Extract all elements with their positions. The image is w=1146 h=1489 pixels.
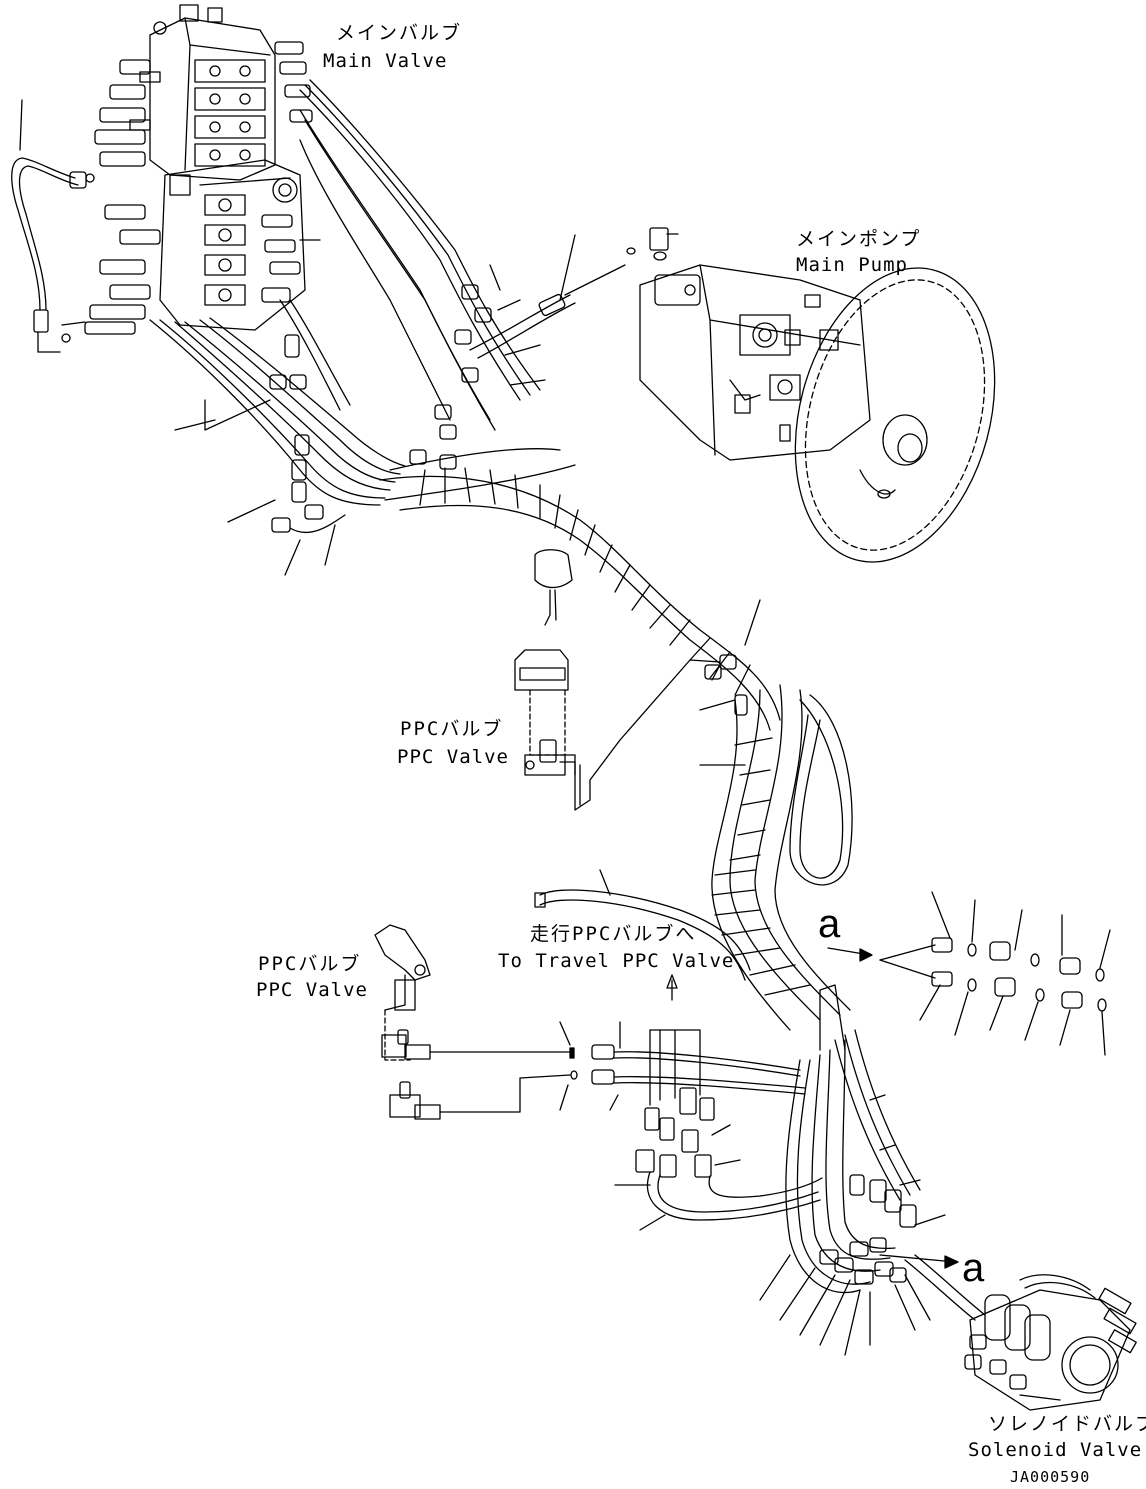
- ppc-valve-upper-label-en: PPC Valve: [397, 746, 509, 768]
- main-valve-label-en: Main Valve: [323, 50, 448, 72]
- travel-ppc-label-jp: 走行PPCバルブへ: [530, 923, 697, 945]
- pump-hose: [469, 227, 679, 359]
- detail-a-fittings: [827, 891, 1111, 1056]
- main-pump-label-jp: メインポンプ: [796, 228, 922, 250]
- solenoid-valve-drawing: [964, 1274, 1137, 1411]
- ppc-valve-lower-label-jp: PPCバルブ: [258, 953, 362, 975]
- main-pump-drawing: [639, 264, 996, 563]
- ppc-valve-lower-label-en: PPC Valve: [256, 979, 368, 1001]
- solenoid-valve-label-en: Solenoid Valve: [968, 1439, 1143, 1461]
- solenoid-valve-label-jp: ソレノイドバルブ: [988, 1413, 1146, 1435]
- main-valve-label-jp: メインバルブ: [336, 22, 463, 44]
- ppc-valve-upper-label-jp: PPCバルブ: [400, 718, 504, 740]
- left-side-hose: [11, 99, 95, 353]
- drawing-code: JA000590: [1010, 1468, 1091, 1486]
- pilot-hoses: [149, 299, 406, 576]
- travel-hose: [534, 869, 751, 981]
- main-pump-label-en: Main Pump: [796, 254, 908, 276]
- main-harness: [379, 448, 853, 1031]
- upper-right-hoses: [299, 79, 546, 470]
- lower-harness: [759, 984, 986, 1356]
- main-valve-drawing: [84, 4, 321, 335]
- travel-ppc-label-en: To Travel PPC Valve: [498, 950, 735, 972]
- detail-ref-a-lower: a: [962, 1246, 985, 1290]
- travel-ppc-fittings: [591, 974, 823, 1231]
- ppc-valve-upper-drawing: [514, 549, 748, 811]
- ppc-valve-lower-drawing: [374, 924, 578, 1120]
- detail-ref-a-upper: a: [818, 902, 841, 946]
